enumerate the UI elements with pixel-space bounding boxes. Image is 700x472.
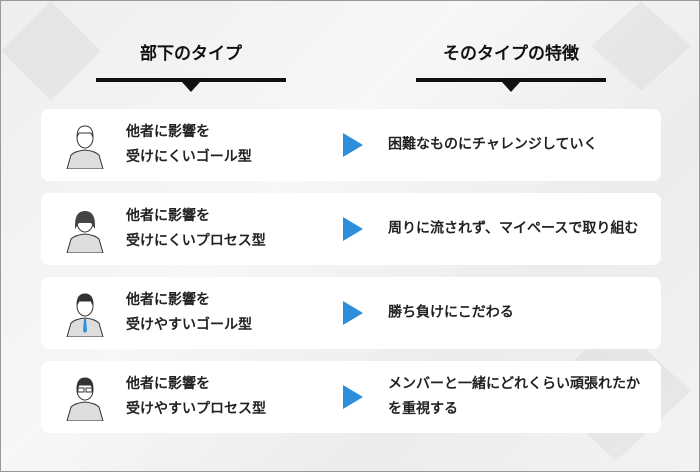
- type-characteristic: 困難なものにチャレンジしていく: [388, 136, 598, 153]
- type-row: 他者に影響を 受けにくいゴール型 困難なものにチャレンジしていく: [41, 109, 661, 181]
- type-characteristic: 周りに流されず、マイペースで取り組む: [388, 220, 639, 237]
- down-triangle-icon: [182, 82, 200, 92]
- woman-avatar-icon: [66, 211, 104, 253]
- header-label: そのタイプの特徴: [443, 44, 579, 64]
- decor-shape: [591, 1, 691, 91]
- type-line-1: 他者に影響を: [126, 292, 210, 308]
- type-line-2: 受けやすいプロセス型: [126, 401, 266, 417]
- header-label: 部下のタイプ: [140, 44, 242, 64]
- type-line-2: 受けやすいゴール型: [126, 317, 252, 333]
- man-avatar-icon: [66, 125, 104, 169]
- header-characteristics: そのタイプの特徴: [416, 39, 606, 92]
- subordinate-type: 他者に影響を 受けやすいゴール型: [126, 288, 252, 338]
- type-characteristic: 勝ち負けにこだわる: [388, 304, 514, 321]
- type-row: 他者に影響を 受けやすいゴール型 勝ち負けにこだわる: [41, 277, 661, 349]
- type-row: 他者に影響を 受けにくいプロセス型 周りに流されず、マイペースで取り組む: [41, 193, 661, 265]
- subordinate-type: 他者に影響を 受けにくいプロセス型: [126, 204, 266, 254]
- down-triangle-icon: [502, 82, 520, 92]
- subordinate-type: 他者に影響を 受けやすいプロセス型: [126, 372, 266, 422]
- type-line-2: 受けにくいゴール型: [126, 149, 252, 165]
- type-row: 他者に影響を 受けやすいプロセス型 メンバーと一緒にどれくらい頑張れたかを重視す…: [41, 361, 661, 433]
- type-line-1: 他者に影響を: [126, 124, 210, 140]
- type-line-1: 他者に影響を: [126, 376, 210, 392]
- header-subordinate-type: 部下のタイプ: [96, 39, 286, 92]
- header-underline: [96, 78, 286, 82]
- decor-shape: [1, 1, 101, 101]
- type-characteristic: メンバーと一緒にどれくらい頑張れたかを重視する: [388, 376, 640, 417]
- right-arrow-icon: [343, 217, 363, 241]
- right-arrow-icon: [343, 301, 363, 325]
- header-underline: [416, 78, 606, 82]
- type-line-2: 受けにくいプロセス型: [126, 233, 266, 249]
- subordinate-type: 他者に影響を 受けにくいゴール型: [126, 120, 252, 170]
- right-arrow-icon: [343, 133, 363, 157]
- man-suit-avatar-icon: [66, 293, 104, 337]
- right-arrow-icon: [343, 385, 363, 409]
- man-glasses-avatar-icon: [66, 377, 104, 421]
- type-line-1: 他者に影響を: [126, 208, 210, 224]
